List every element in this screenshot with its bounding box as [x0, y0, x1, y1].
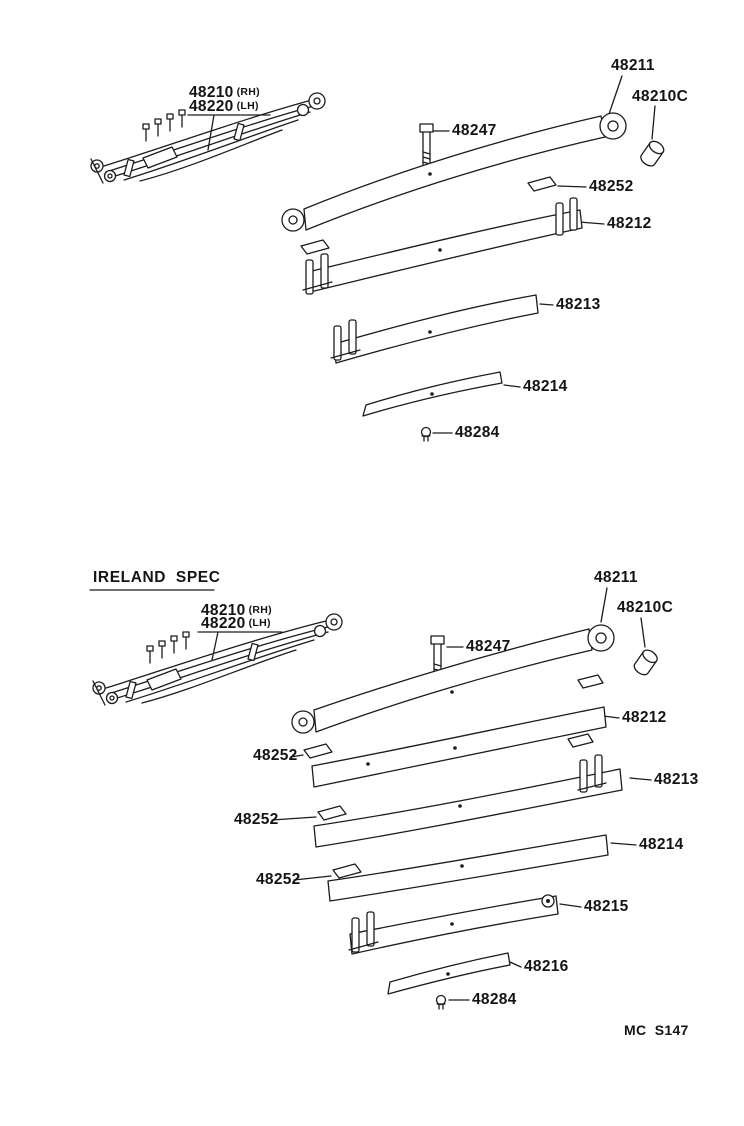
bottom-pad-right2-drawing — [567, 733, 594, 748]
side-suffix: (RH) — [248, 604, 272, 616]
part-label-48213-top: 48213 — [556, 296, 601, 313]
part-number: 48220 — [189, 98, 234, 115]
part-label-48210-rh-bottom: 48210(RH) — [201, 603, 272, 619]
part-label-48252-bottom-2: 48252 — [234, 811, 279, 828]
part-label-48212-top: 48212 — [607, 215, 652, 232]
bottom-spring-assembly-drawing — [92, 613, 343, 706]
side-suffix: (RH) — [236, 86, 260, 98]
bottom-leader-lines — [89, 587, 652, 1001]
top-spring-assembly-drawing — [90, 92, 326, 184]
part-label-48215-bottom: 48215 — [584, 898, 629, 915]
part-label-48247-bottom: 48247 — [466, 638, 511, 655]
part-number: 48210 — [201, 602, 246, 619]
bottom-leaf-no5-drawing — [348, 894, 559, 955]
part-label-48252-top: 48252 — [589, 178, 634, 195]
bottom-silencer-pad3-drawing — [332, 863, 362, 879]
section-title-ireland-spec: IRELAND SPEC — [93, 569, 221, 586]
bottom-silencer-pad1-drawing — [303, 743, 333, 759]
top-leaf-no4-drawing — [362, 371, 503, 417]
part-label-48284-bottom: 48284 — [472, 991, 517, 1008]
bottom-leaf-no1-drawing — [291, 624, 615, 734]
page-code: MC S147 — [624, 1022, 689, 1038]
part-number: 48210 — [189, 84, 234, 101]
bottom-leaf-no3-drawing — [313, 754, 623, 848]
part-label-48284-top: 48284 — [455, 424, 500, 441]
part-label-48220-lh-top: 48220(LH) — [189, 99, 259, 115]
bottom-leaf-no4-drawing — [327, 834, 609, 902]
part-label-48247-top: 48247 — [452, 122, 497, 139]
part-label-48216-bottom: 48216 — [524, 958, 569, 975]
bottom-bushing-drawing — [633, 649, 658, 676]
part-label-48212-bottom: 48212 — [622, 709, 667, 726]
part-label-48210C-bottom: 48210C — [617, 599, 674, 616]
top-leaf-no3-drawing — [330, 294, 539, 364]
part-label-48211-top: 48211 — [611, 57, 655, 74]
part-label-48214-top: 48214 — [523, 378, 568, 395]
part-label-48211-bottom: 48211 — [594, 569, 638, 586]
side-suffix: (LH) — [236, 100, 259, 112]
part-label-48252-bottom-1: 48252 — [253, 747, 298, 764]
bottom-leaf-no6-drawing — [387, 952, 511, 995]
top-clip-drawing — [420, 426, 432, 442]
top-bushing-drawing — [640, 140, 665, 167]
top-leaf-no1-drawing — [281, 112, 627, 232]
top-leaf-no2-drawing — [302, 197, 583, 295]
bottom-leaf-no2-drawing — [311, 706, 607, 788]
part-number: 48220 — [201, 615, 246, 632]
side-suffix: (LH) — [248, 617, 271, 629]
top-leader-lines — [187, 75, 656, 434]
bottom-pad-right1-drawing — [577, 674, 604, 689]
top-silencer-pad-drawing — [527, 176, 557, 192]
bottom-silencer-pad2-drawing — [317, 805, 347, 821]
part-label-48220-lh-bottom: 48220(LH) — [201, 616, 271, 632]
part-label-48252-bottom-3: 48252 — [256, 871, 301, 888]
part-label-48213-bottom: 48213 — [654, 771, 699, 788]
top-silencer-pad2-drawing — [300, 239, 330, 255]
part-label-48210C-top: 48210C — [632, 88, 689, 105]
bottom-clip-drawing — [435, 994, 447, 1010]
part-label-48214-bottom: 48214 — [639, 836, 684, 853]
part-label-48210-rh-top: 48210(RH) — [189, 85, 260, 101]
